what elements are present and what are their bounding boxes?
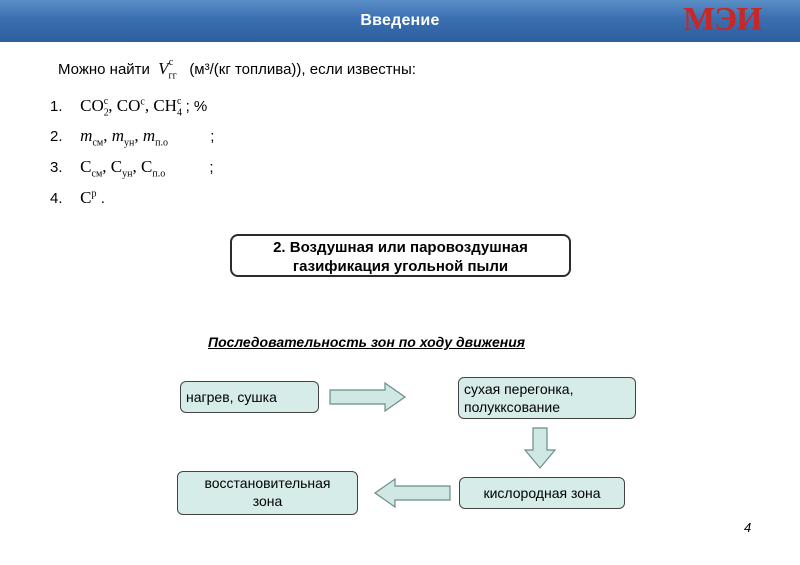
logo-text: МЭИ xyxy=(683,1,763,38)
zone-reduction-line-1: восстановительная xyxy=(204,475,331,491)
method-box: 2. Воздушная или паровоздушная газификац… xyxy=(230,234,571,277)
working-carbon-formula: Cр xyxy=(80,188,97,207)
method-line-2: газификация угольной пыли xyxy=(292,258,509,275)
list-item: 3. Cсм, Cун, Cп.о ; xyxy=(50,157,214,179)
list-item: 2. mсм, mун, mп.о ; xyxy=(50,126,214,148)
zone-distillation: сухая перегонка, полукксование xyxy=(458,377,636,419)
mass-formula: mсм, mун, mп.о xyxy=(80,126,169,149)
zone-distillation-line-2: полукксование xyxy=(464,399,560,415)
zone-oxygen: кислородная зона xyxy=(459,477,625,509)
zone-distillation-line-1: сухая перегонка, xyxy=(464,381,574,397)
slide-title: Введение xyxy=(360,12,440,29)
sequence-title: Последовательность зон по ходу движения xyxy=(208,334,526,350)
gas-volume-symbol: Vггc xyxy=(158,57,177,82)
zone-oxygen-label: кислородная зона xyxy=(483,485,601,501)
zone-heating-label: нагрев, сушка xyxy=(186,389,277,405)
item-trailing: ; xyxy=(209,159,214,176)
method-line-1: 2. Воздушная или паровоздушная xyxy=(273,239,528,256)
zone-heating: нагрев, сушка xyxy=(180,381,319,413)
intro-suffix: (м³/(кг топлива)), если известны: xyxy=(189,61,416,78)
intro-line: Можно найти Vггc (м³/(кг топлива)), если… xyxy=(58,57,416,82)
mei-logo: МЭИ xyxy=(683,3,791,37)
carbon-content-formula: Cсм, Cун, Cп.о xyxy=(80,157,166,180)
intro-prefix: Можно найти xyxy=(58,61,150,78)
header-bar: Введение МЭИ xyxy=(0,0,800,42)
item-trailing: . xyxy=(100,190,105,207)
zone-reduction: восстановительная зона xyxy=(177,471,358,515)
item-number: 1. xyxy=(50,98,63,115)
arrow-left-icon xyxy=(373,477,451,509)
zone-reduction-line-2: зона xyxy=(252,493,283,509)
list-item: 4. Cр . xyxy=(50,188,105,208)
item-trailing: ; % xyxy=(185,98,208,115)
arrow-right-icon xyxy=(329,381,407,413)
page-number: 4 xyxy=(744,520,752,535)
arrow-down-icon xyxy=(523,427,557,469)
item-number: 3. xyxy=(50,159,63,176)
list-item: 1. CO2c, COc, CH4c ; % xyxy=(50,96,207,118)
item-number: 4. xyxy=(50,190,63,207)
item-trailing: ; xyxy=(210,128,215,145)
item-number: 2. xyxy=(50,128,63,145)
gas-composition-formula: CO2c, COc, CH4c xyxy=(80,96,182,119)
